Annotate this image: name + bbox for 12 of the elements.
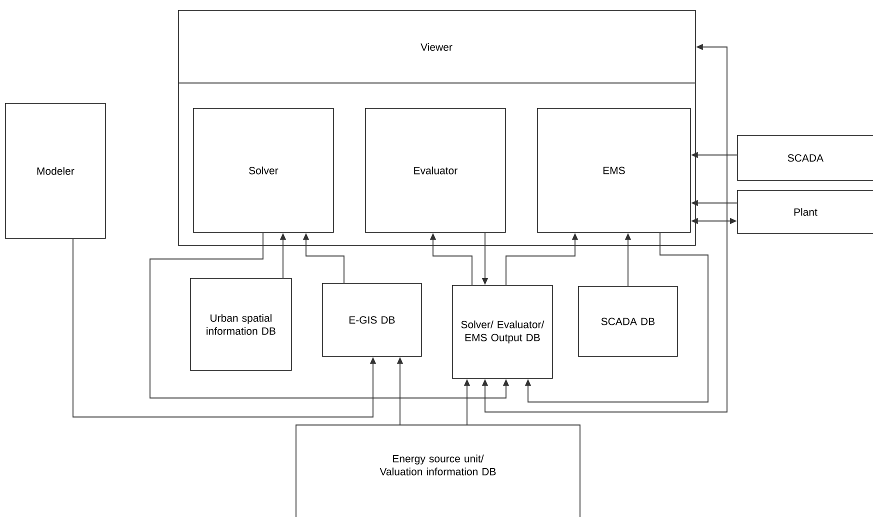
process-box: Solver bbox=[193, 108, 334, 233]
process-box: Solver/ Evaluator/ EMS Output DB bbox=[452, 285, 553, 379]
process-box: Plant bbox=[737, 190, 873, 234]
process-box: Urban spatial information DB bbox=[190, 278, 292, 371]
arrow bbox=[524, 232, 708, 402]
process-box: SCADA bbox=[737, 135, 873, 181]
database-box: Energy source unit/ Valuation information DB bbox=[296, 424, 580, 517]
process-box: EMS bbox=[537, 108, 691, 233]
process-box: E-GIS DB bbox=[322, 283, 422, 357]
process-box: SCADA DB bbox=[578, 286, 678, 357]
process-box: Modeler bbox=[5, 103, 106, 239]
process-box: Evaluator bbox=[365, 108, 506, 233]
